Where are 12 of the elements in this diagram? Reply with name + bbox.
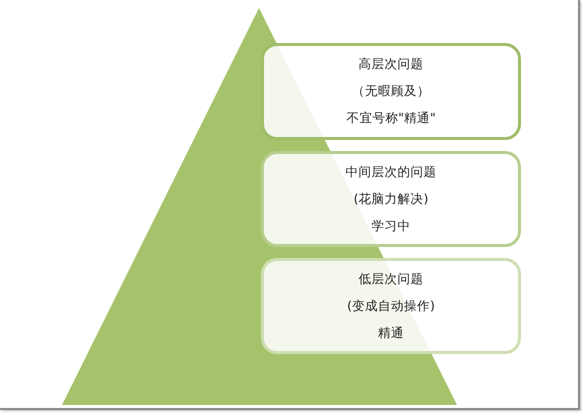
rounded-box bbox=[261, 43, 521, 140]
box-note: 学习中 bbox=[372, 218, 410, 234]
rounded-box bbox=[261, 258, 521, 354]
box-heading: 低层次问题 bbox=[358, 271, 424, 287]
box-subtitle: （无暇顾及） bbox=[352, 83, 430, 99]
box-heading: 高层次问题 bbox=[358, 56, 424, 72]
box-note: 不宜号称"精通" bbox=[346, 110, 436, 126]
box-subtitle: (变成自动操作) bbox=[347, 298, 435, 314]
box-note: 精通 bbox=[378, 325, 404, 341]
box-subtitle: (花脑力解决) bbox=[354, 191, 428, 207]
box-heading: 中间层次的问题 bbox=[346, 164, 436, 180]
rounded-box bbox=[261, 151, 521, 247]
